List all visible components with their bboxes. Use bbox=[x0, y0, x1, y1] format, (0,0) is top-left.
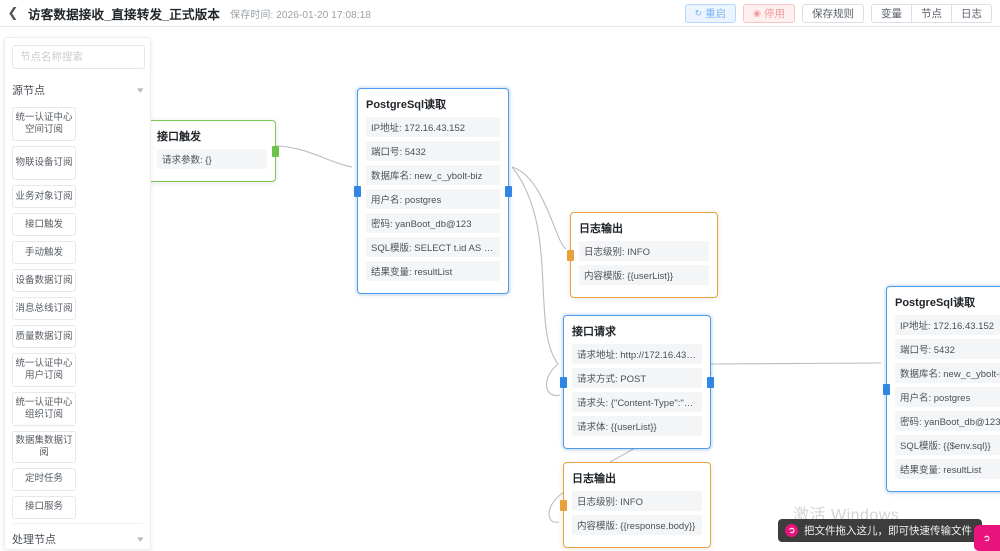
node-field-log-level[interactable]: 日志级别: INFO bbox=[572, 491, 702, 511]
node-field-sql-template[interactable]: SQL模版: SELECT t.id AS "id", t.us… bbox=[366, 237, 500, 257]
node-title: 日志输出 bbox=[579, 223, 623, 235]
node-field-method[interactable]: 请求方式: POST bbox=[572, 368, 702, 388]
node-chip-dataset-data[interactable]: 数据集数据订阅 bbox=[12, 431, 76, 463]
refresh-icon: ↻ bbox=[694, 7, 703, 18]
postgresql-read-node-2[interactable]: PostgreSql读取 IP地址: 172.16.43.152 端口号: 54… bbox=[883, 286, 1000, 492]
node-field-content-template[interactable]: 内容模版: {{userList}} bbox=[579, 265, 709, 285]
node-chip-quality-data[interactable]: 质量数据订阅 bbox=[12, 325, 76, 348]
log-output-node-1[interactable]: 日志输出 日志级别: INFO 内容模版: {{userList}} bbox=[567, 212, 718, 298]
node-field-username[interactable]: 用户名: postgres bbox=[366, 189, 500, 209]
input-port[interactable] bbox=[883, 384, 890, 395]
source-node-chip-grid: 统一认证中心空间订阅 物联设备订阅 业务对象订阅 接口触发 手动触发 设备数据订… bbox=[12, 107, 143, 519]
input-port[interactable] bbox=[560, 500, 567, 511]
stop-circle-icon: ◉ bbox=[753, 7, 761, 18]
sidebar-section-header-process[interactable]: 处理节点 ▾ bbox=[12, 522, 144, 549]
flow-canvas[interactable]: 接口触发 请求参数: {} PostgreSql读取 IP地址: 172.16.… bbox=[0, 27, 1000, 551]
interface-request-node[interactable]: 接口请求 请求地址: http://172.16.43.153:200… 请求方… bbox=[560, 315, 714, 449]
trigger-node[interactable]: 接口触发 请求参数: {} bbox=[148, 120, 279, 182]
input-port[interactable] bbox=[567, 250, 574, 261]
node-field-log-level[interactable]: 日志级别: INFO bbox=[579, 241, 709, 261]
node-button[interactable]: 节点 bbox=[911, 3, 952, 23]
stop-button-label: 停用 bbox=[764, 7, 785, 20]
sidebar-section-header-source[interactable]: 源节点 ▾ bbox=[12, 77, 144, 103]
node-field-sql-template[interactable]: SQL模版: {{$env.sql}} bbox=[895, 435, 1000, 455]
sidebar-section-title: 处理节点 bbox=[12, 534, 56, 547]
stop-button[interactable]: ◉ 停用 bbox=[743, 3, 795, 23]
node-chip-interface-service[interactable]: 接口服务 bbox=[12, 495, 76, 519]
node-chip-device-data[interactable]: 设备数据订阅 bbox=[12, 269, 76, 292]
node-title: PostgreSql读取 bbox=[895, 297, 976, 309]
node-field-port[interactable]: 端口号: 5432 bbox=[366, 141, 500, 161]
file-drop-tooltip-text: 把文件拖入这儿，即可快速传输文件 bbox=[804, 525, 972, 537]
node-field-password[interactable]: 密码: yanBoot_db@123 bbox=[895, 411, 1000, 431]
node-title: 日志输出 bbox=[572, 473, 616, 485]
restart-button-label: 重启 bbox=[705, 7, 727, 20]
node-field-password[interactable]: 密码: yanBoot_db@123 bbox=[366, 213, 500, 233]
file-drop-tooltip: ➲ 把文件拖入这儿，即可快速传输文件 bbox=[778, 519, 982, 542]
output-port[interactable] bbox=[505, 186, 512, 197]
save-rule-button[interactable]: 保存规则 bbox=[802, 3, 864, 23]
edge-http-in-loop bbox=[546, 363, 561, 396]
file-transfer-tab[interactable]: ➲ bbox=[974, 525, 1000, 551]
save-time-label: 保存时间: 2026-01-20 17:08:18 bbox=[230, 9, 372, 21]
cursor-icon: ➲ bbox=[785, 524, 798, 537]
output-port[interactable] bbox=[272, 146, 279, 157]
node-title: PostgreSql读取 bbox=[366, 99, 447, 111]
node-chip-manual-trigger[interactable]: 手动触发 bbox=[12, 241, 76, 264]
node-chip-iot-device[interactable]: 物联设备订阅 bbox=[12, 146, 76, 180]
chevron-down-icon: ▾ bbox=[137, 84, 144, 95]
search-input[interactable] bbox=[12, 45, 145, 69]
log-output-node-2[interactable]: 日志输出 日志级别: INFO 内容模版: {{response.body}} bbox=[560, 462, 711, 548]
input-port[interactable] bbox=[560, 377, 567, 388]
node-title: 接口请求 bbox=[572, 326, 616, 338]
node-chip-message-bus[interactable]: 消息总线订阅 bbox=[12, 297, 76, 320]
log-button[interactable]: 日志 bbox=[951, 3, 992, 23]
input-port[interactable] bbox=[354, 186, 361, 197]
node-chip-interface-trigger[interactable]: 接口触发 bbox=[12, 213, 76, 236]
cursor-icon: ➲ bbox=[981, 531, 992, 544]
edge-http-to-pg2 bbox=[710, 362, 882, 365]
node-field-result-var[interactable]: 结果变量: resultList bbox=[895, 459, 1000, 479]
node-field-port[interactable]: 端口号: 5432 bbox=[895, 339, 1000, 359]
node-chip-sso-org[interactable]: 统一认证中心组织订阅 bbox=[12, 392, 76, 426]
edge-pg1-to-log1 bbox=[511, 166, 567, 250]
node-chip-business-object[interactable]: 业务对象订阅 bbox=[12, 185, 76, 208]
postgresql-read-node-1[interactable]: PostgreSql读取 IP地址: 172.16.43.152 端口号: 54… bbox=[354, 88, 512, 294]
node-field-database[interactable]: 数据库名: new_c_ybolt-biz bbox=[895, 363, 1000, 383]
node-field-database[interactable]: 数据库名: new_c_ybolt-biz bbox=[366, 165, 500, 185]
node-field[interactable]: 请求参数: {} bbox=[157, 149, 267, 169]
node-title: 接口触发 bbox=[157, 131, 201, 143]
node-field-body[interactable]: 请求体: {{userList}} bbox=[572, 416, 702, 436]
edge-trigger-to-pg1 bbox=[274, 145, 353, 168]
node-field-url[interactable]: 请求地址: http://172.16.43.153:200… bbox=[572, 344, 702, 364]
back-icon[interactable]: ❮ bbox=[7, 5, 19, 20]
page-title: 访客数据接收_直接转发_正式版本 bbox=[28, 7, 221, 22]
node-field-result-var[interactable]: 结果变量: resultList bbox=[366, 261, 500, 281]
restart-button[interactable]: ↻ 重启 bbox=[684, 3, 737, 23]
node-field-ip[interactable]: IP地址: 172.16.43.152 bbox=[366, 117, 500, 137]
header-tab-group: 变量 节点 日志 bbox=[871, 3, 992, 23]
output-port[interactable] bbox=[707, 377, 714, 388]
node-field-ip[interactable]: IP地址: 172.16.43.152 bbox=[895, 315, 1000, 335]
node-palette-sidebar: 源节点 ▾ 统一认证中心空间订阅 物联设备订阅 业务对象订阅 接口触发 手动触发… bbox=[4, 37, 151, 550]
node-chip-sso-user[interactable]: 统一认证中心用户订阅 bbox=[12, 353, 76, 387]
edge-pg1-to-http bbox=[511, 166, 559, 365]
sidebar-section-title: 源节点 bbox=[12, 85, 45, 97]
header-actions: ↻ 重启 ◉ 停用 保存规则 变量 节点 日志 bbox=[684, 3, 1000, 23]
edge-log2-in-loop bbox=[548, 494, 561, 523]
node-field-headers[interactable]: 请求头: {"Content-Type":"applicatio… bbox=[572, 392, 702, 412]
variable-button[interactable]: 变量 bbox=[871, 3, 912, 23]
node-field-username[interactable]: 用户名: postgres bbox=[895, 387, 1000, 407]
node-chip-sso-space[interactable]: 统一认证中心空间订阅 bbox=[12, 107, 76, 141]
node-chip-scheduled-task[interactable]: 定时任务 bbox=[12, 467, 76, 491]
node-field-content-template[interactable]: 内容模版: {{response.body}} bbox=[572, 515, 702, 535]
app-header: ❮ 访客数据接收_直接转发_正式版本 保存时间: 2026-01-20 17:0… bbox=[0, 0, 1000, 27]
chevron-down-icon: ▾ bbox=[137, 533, 144, 544]
